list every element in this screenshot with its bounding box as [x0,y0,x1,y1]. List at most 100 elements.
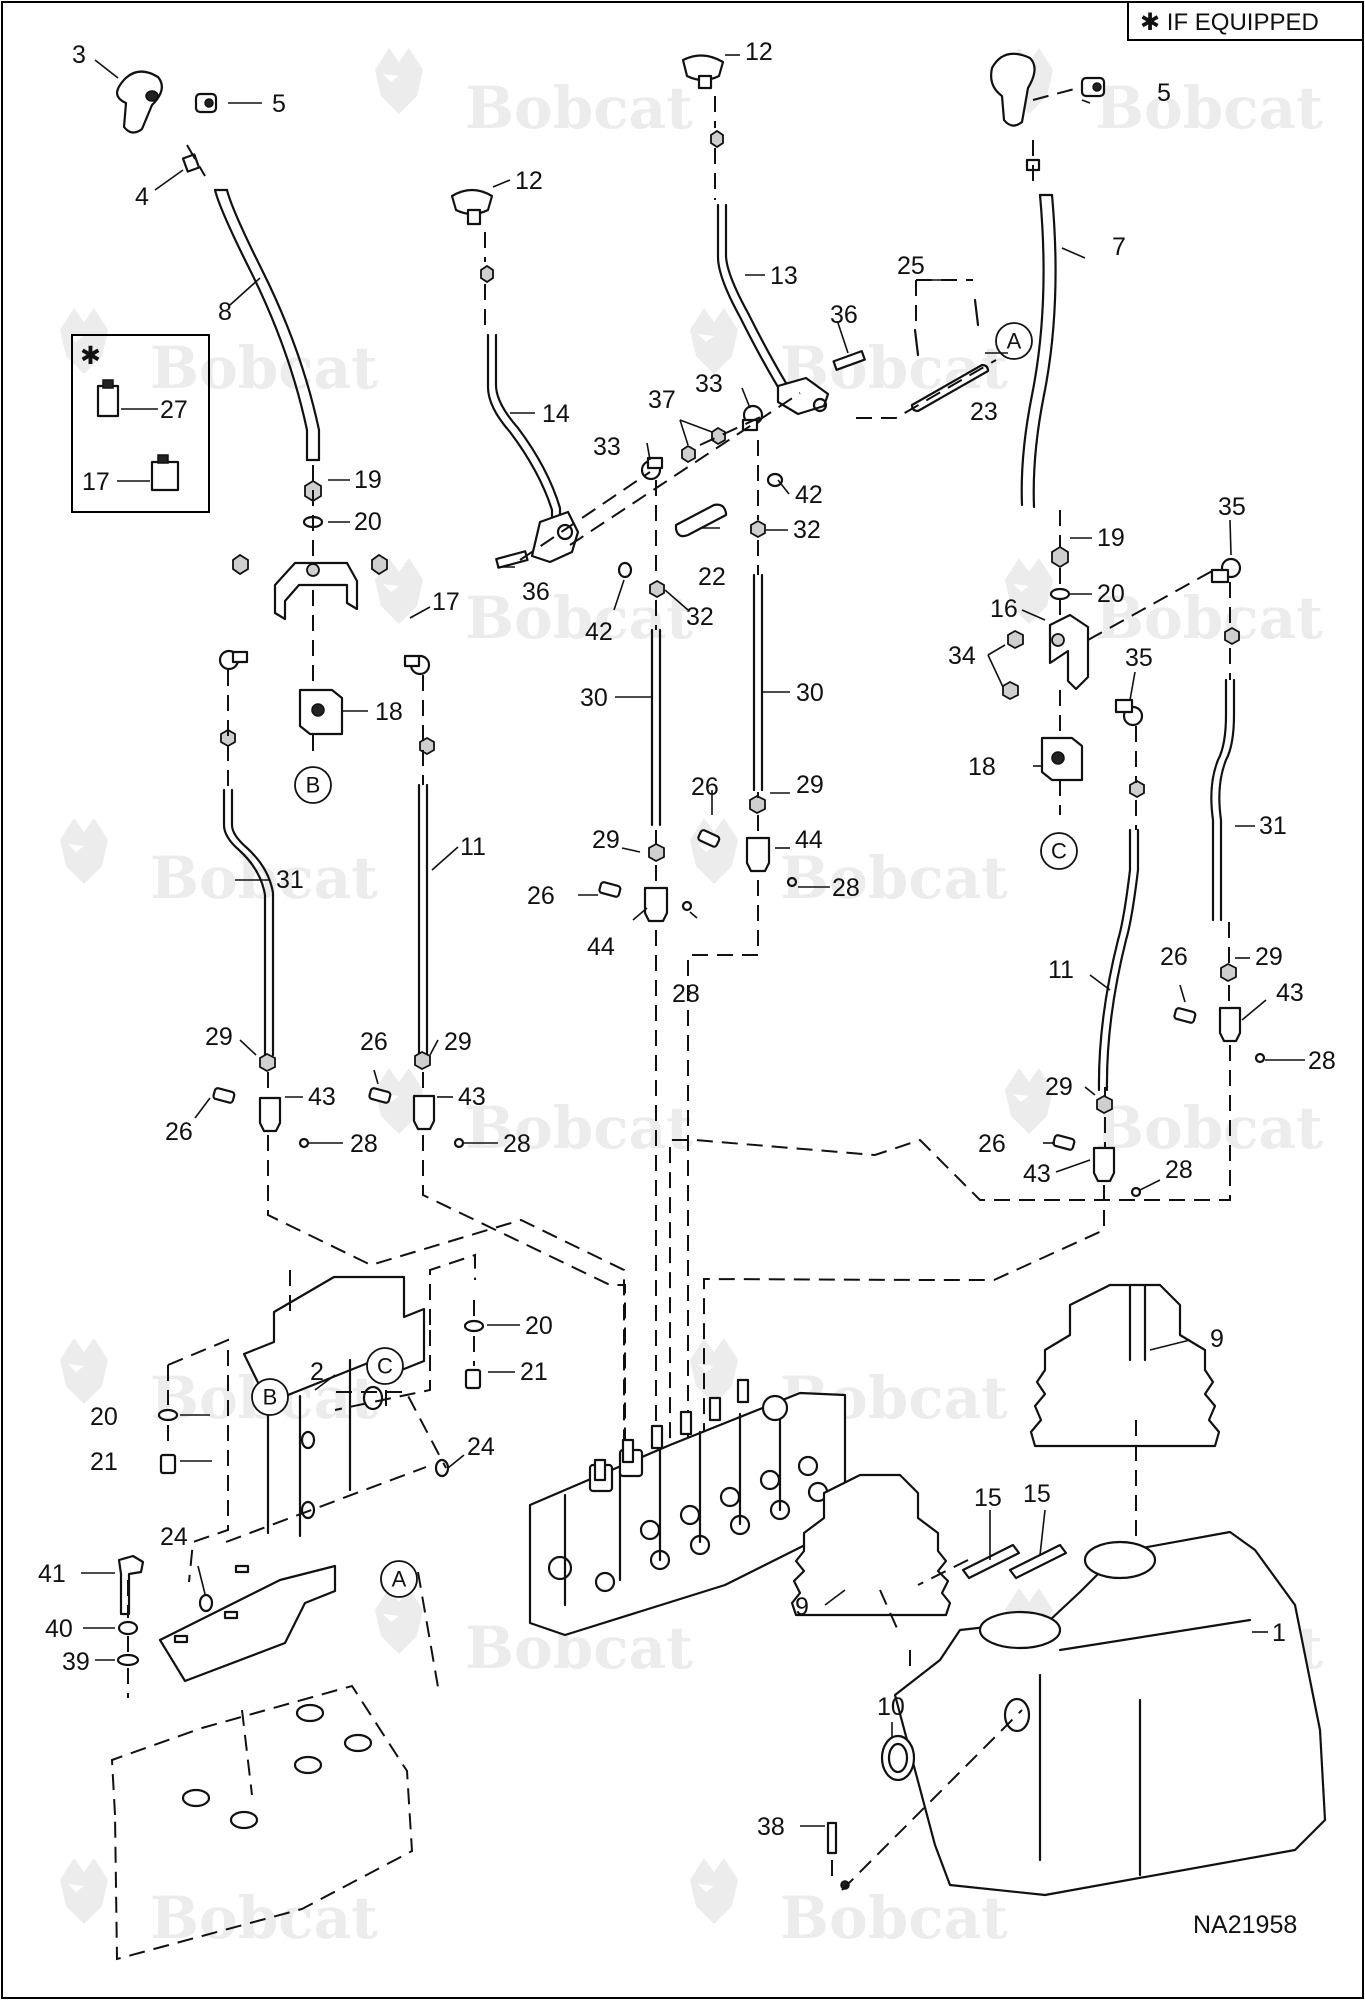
figure-id: NA21958 [1193,1911,1297,1939]
part-17-bracket [273,561,359,621]
callout-22: 22 [698,563,726,591]
part-16-bracket [1048,613,1090,691]
part-1-console [893,1530,1327,1897]
callout-36: 36 [830,301,858,329]
part-4 [181,153,201,173]
callout-5: 5 [272,90,286,118]
callout-25: 25 [897,252,925,280]
callout-4: 4 [135,183,149,211]
watermark-logo [60,1338,108,1404]
callout-35: 35 [1125,644,1153,672]
callout-39: 39 [62,1648,90,1676]
if-equipped-legend: ✱ IF EQUIPPED [1127,1,1364,41]
callout-11: 11 [1048,956,1074,984]
ref-C-top: C [1040,832,1078,870]
callout-30: 30 [580,684,608,712]
callout-19: 19 [354,466,382,494]
watermark-logo [690,308,738,374]
callout-21: 21 [90,1448,118,1476]
watermark-text: Bobcat [465,74,693,142]
callout-10: 10 [877,1693,905,1721]
callout-5: 5 [1157,79,1171,107]
svg-text:A: A [1007,329,1022,354]
callout-17: 17 [82,468,110,496]
ref-C-bottom: C [366,1347,404,1385]
callout-40: 40 [45,1615,73,1643]
optional-parts-inset: ✱ [71,334,210,513]
part-17-shape [150,460,180,492]
left-handle-assembly [116,70,465,1149]
callout-18: 18 [968,753,996,781]
watermark-text: Bobcat [780,1884,1008,1952]
callout-26: 26 [527,882,555,910]
callout-33: 33 [593,433,621,461]
callout-19: 19 [1097,524,1125,552]
callout-12: 12 [515,167,543,195]
part-22-tube [674,503,728,538]
callout-41: 41 [38,1560,66,1588]
callout-20: 20 [90,1403,118,1431]
callout-3: 3 [72,41,86,69]
right-assembly-lines [669,86,1231,1454]
watermark-logo [690,1338,738,1404]
callout-26: 26 [165,1118,193,1146]
callout-29: 29 [796,771,824,799]
callout-27: 27 [160,396,188,424]
callout-28: 28 [503,1130,531,1158]
callout-36: 36 [522,578,550,606]
part-handle-right [990,52,1036,127]
callout-43: 43 [458,1083,486,1111]
callout-7: 7 [1112,233,1126,261]
callout-26: 26 [978,1130,1006,1158]
callout-29: 29 [1045,1073,1073,1101]
callout-2: 2 [310,1358,324,1386]
ref-A-top: A [995,322,1033,360]
callout-11: 11 [460,833,486,861]
center-lines [484,96,997,1455]
callout-18: 18 [375,698,403,726]
watermark-text: Bobcat [1095,584,1323,652]
callout-29: 29 [592,826,620,854]
callout-43: 43 [308,1083,336,1111]
svg-text:C: C [377,1354,393,1379]
callout-16: 16 [990,595,1018,623]
callout-23: 23 [970,398,998,426]
part-27-shape [96,384,120,418]
part-3-handle [116,70,163,134]
callout-26: 26 [1160,943,1188,971]
callout-28: 28 [350,1130,378,1158]
watermark-logo [690,1858,738,1924]
callout-28: 28 [672,980,700,1008]
callout-28: 28 [1308,1047,1336,1075]
left-assembly-lines [186,144,626,1465]
watermark-text: Bobcat [465,1094,693,1162]
callout-9: 9 [1210,1325,1224,1353]
callout-20: 20 [354,508,382,536]
part-12-knob [450,188,494,216]
callout-31: 31 [1259,812,1287,840]
callout-29: 29 [444,1028,472,1056]
inset-marker: ✱ [80,342,101,370]
callout-29: 29 [1255,943,1283,971]
ref-B-bottom: B [251,1378,289,1416]
watermark-logo [375,1588,423,1654]
callout-14: 14 [542,400,570,428]
callout-30: 30 [796,679,824,707]
svg-text:B: B [306,773,321,798]
callout-28: 28 [1165,1156,1193,1184]
callout-20: 20 [1097,580,1125,608]
callout-42: 42 [585,618,613,646]
callout-35: 35 [1218,493,1246,521]
callout-labels: 3 5 4 8 27 17 19 20 17 18 31 11 29 29 26… [38,38,1336,1841]
console-lines [831,1420,1137,1891]
watermark-text: Bobcat [1095,1094,1323,1162]
callout-44: 44 [795,826,823,854]
callout-24: 24 [160,1523,188,1551]
part-44-clevis [643,886,669,923]
ref-A-bottom: A [380,1560,418,1598]
callout-29: 29 [205,1023,233,1051]
callout-33: 33 [695,370,723,398]
watermark-text: Bobcat [1095,74,1323,142]
